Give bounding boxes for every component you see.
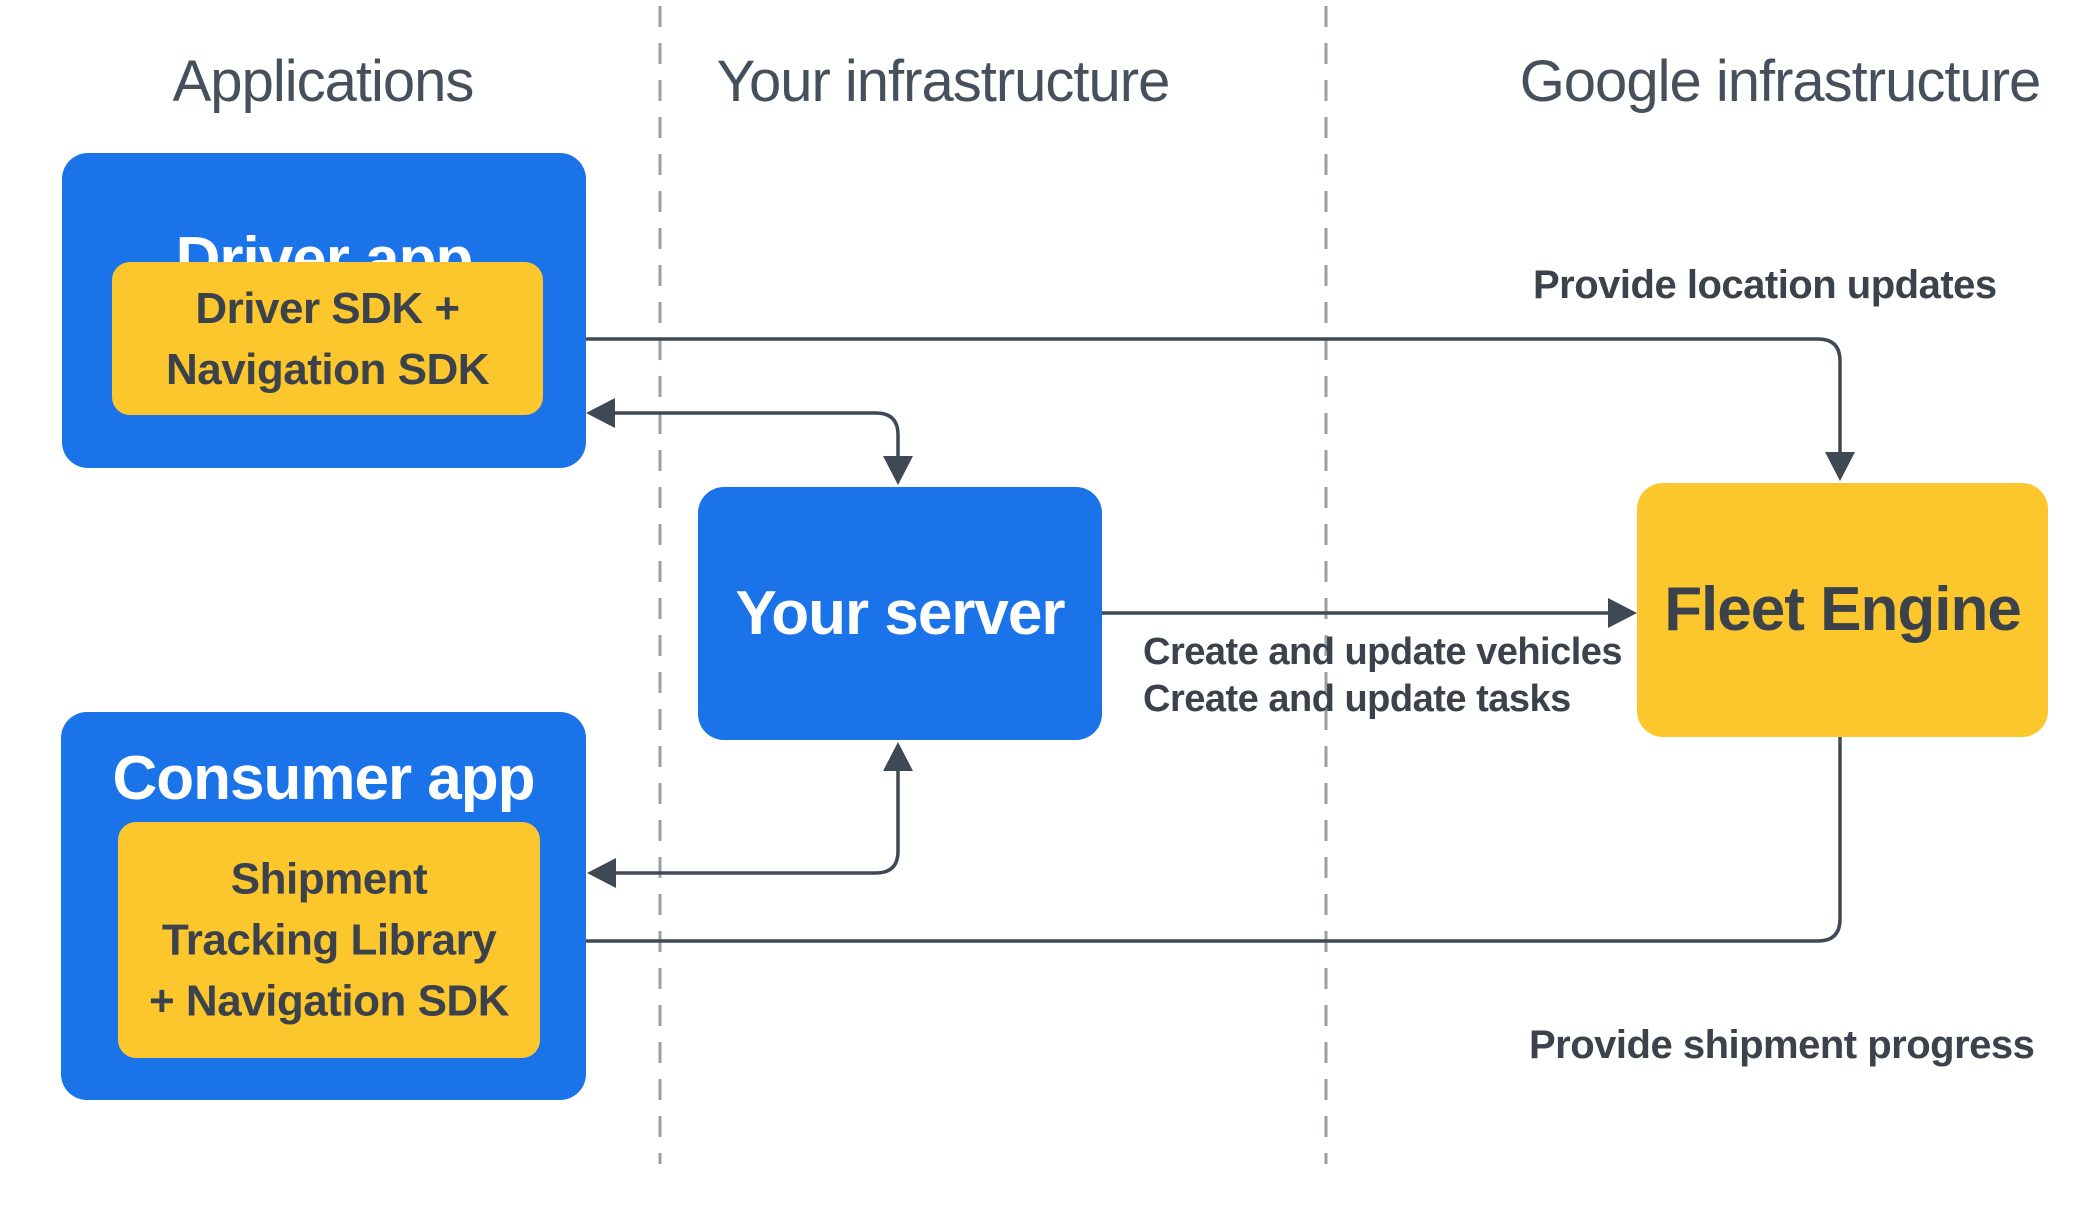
edge-label-create-update-line1: Create and update vehicles <box>1143 631 1623 673</box>
node-driver-sdk-label-line2: Navigation SDK <box>165 344 490 394</box>
column-header-applications: Applications <box>172 49 475 114</box>
arrowhead-into-your-server-bottom <box>883 742 913 771</box>
edge-label-provide-shipment-progress: Provide shipment progress <box>1529 1023 2035 1067</box>
edge-shipment-progress-line <box>570 737 1842 943</box>
node-driver-sdk-label: Driver SDK + Navigation SDK <box>112 278 543 400</box>
edge-driver-app-your-server-line <box>612 411 900 456</box>
edge-label-create-update-line2: Create and update tasks <box>1143 678 1571 720</box>
node-driver-sdk-label-line1: Driver SDK + <box>195 283 460 333</box>
edge-location-updates <box>543 324 1855 481</box>
edge-label-provide-location-updates: Provide location updates <box>1533 263 1997 307</box>
node-driver-sdk: Driver SDK + Navigation SDK <box>112 262 543 415</box>
node-driver-app: Driver app Driver SDK + Navigation SDK <box>62 153 586 468</box>
edge-label-create-update: Create and update vehicles Create and up… <box>1143 629 1623 723</box>
arrowhead-into-your-server-top <box>883 456 913 485</box>
column-header-google-infrastructure: Google infrastructure <box>1519 49 2042 114</box>
node-shipment-tracking-library-label: Shipment Tracking Library + Navigation S… <box>118 849 540 1032</box>
edge-driver-app-your-server <box>586 398 913 485</box>
node-fleet-engine: Fleet Engine <box>1637 483 2048 737</box>
node-shipment-tracking-library: Shipment Tracking Library + Navigation S… <box>118 822 540 1058</box>
node-shipment-library-label-line1: Shipment <box>230 854 428 904</box>
arrowhead-into-fleet-engine-left <box>1608 598 1637 628</box>
node-shipment-library-label-line2: Tracking Library <box>161 915 497 965</box>
node-your-server-title: Your server <box>735 578 1065 648</box>
node-your-server: Your server <box>698 487 1102 740</box>
node-fleet-engine-title: Fleet Engine <box>1664 575 2022 644</box>
node-consumer-app-title: Consumer app <box>112 744 535 813</box>
edge-location-updates-line <box>569 337 1842 452</box>
node-shipment-library-label-line3: + Navigation SDK <box>149 976 509 1026</box>
edge-your-server-consumer-app <box>587 742 913 888</box>
arrowhead-into-fleet-engine-top <box>1825 452 1855 481</box>
edge-shipment-progress <box>543 737 1842 956</box>
edge-your-server-consumer-app-line <box>612 770 900 875</box>
node-consumer-app: Consumer app Shipment Tracking Library +… <box>61 712 586 1100</box>
arrowhead-into-consumer-app <box>587 858 616 888</box>
column-header-your-infrastructure: Your infrastructure <box>716 49 1171 114</box>
edge-create-update <box>1102 598 1637 628</box>
arrowhead-into-driver-app <box>586 398 615 428</box>
